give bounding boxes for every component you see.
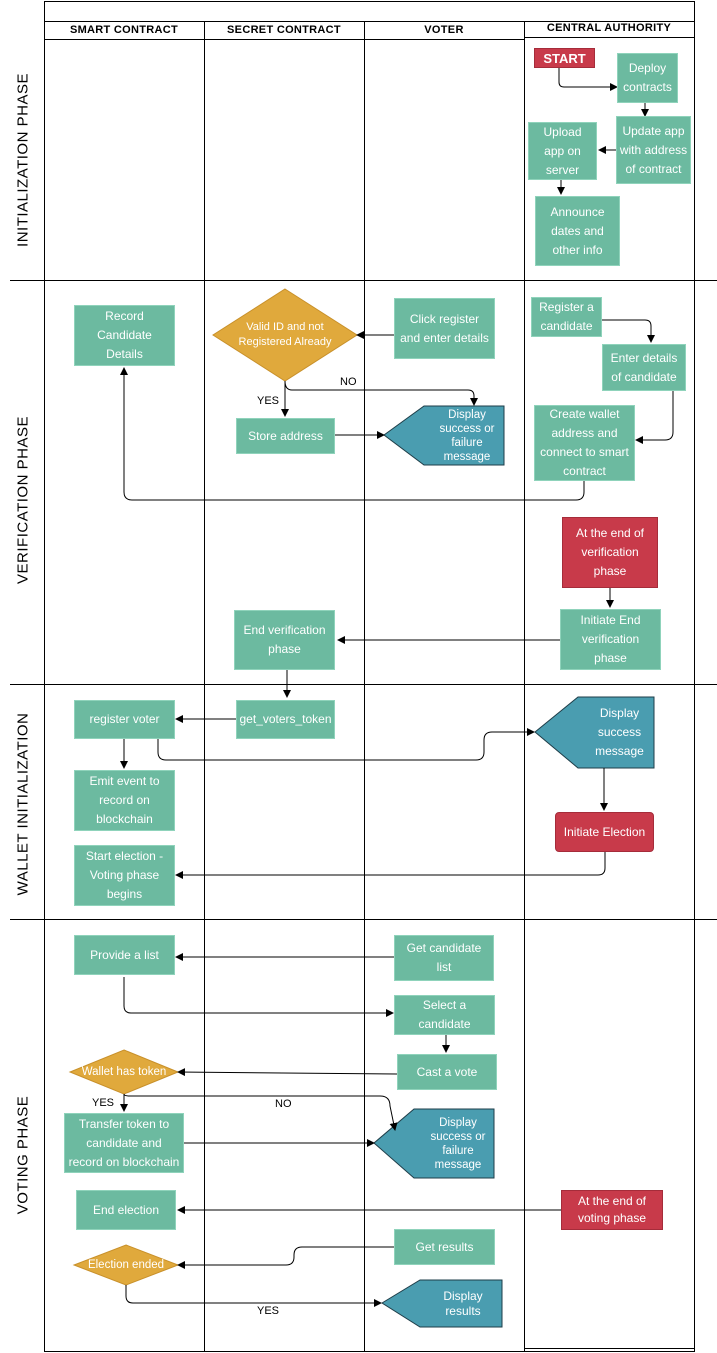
register-voter-node: register voter (74, 700, 175, 739)
transfer-token-node: Transfer token to candidate and record o… (64, 1113, 184, 1173)
select-candidate-node: Select a candidate (394, 995, 495, 1035)
display-success-failure-2-label: Display success or failure message (430, 1116, 486, 1171)
create-wallet-node: Create wallet address and connect to sma… (534, 405, 635, 481)
edge-wallet-no (123, 1093, 398, 1131)
get-voters-token-node: get_voters_token (236, 700, 335, 739)
initiate-end-verification-node: Initiate End verification phase (560, 609, 661, 670)
phase-label-wallet: WALLET INITIALIZATION (14, 712, 32, 896)
initiate-election-node: Initiate Election (555, 812, 654, 852)
display-success-failure-1-label: Display success or failure message (439, 408, 495, 463)
provide-list-node: Provide a list (74, 935, 175, 975)
upload-app-node: Upload app on server (528, 122, 597, 180)
enter-details-node: Enter details of candidate (602, 344, 686, 391)
phase-label-initialization: INITIALIZATION PHASE (14, 73, 32, 247)
display-results-label: Display results (443, 1289, 483, 1318)
phase-label-voting: VOTING PHASE (14, 1095, 32, 1215)
edge-label-yes-1: YES (257, 395, 280, 407)
column-header-central-authority: CENTRAL AUTHORITY (546, 22, 672, 34)
register-candidate-node: Register a candidate (531, 297, 602, 337)
edge-label-no-1: NO (340, 376, 357, 388)
edge-enter-to-create (635, 391, 674, 444)
phase-label-verification: VERIFICATION PHASE (14, 416, 32, 584)
display-success-message-label: Display success message (595, 706, 644, 758)
cast-vote-node: Cast a vote (397, 1054, 497, 1090)
election-ended-label: Election ended (87, 1258, 165, 1271)
end-verification-trigger-node: At the end of verification phase (562, 517, 658, 588)
deploy-contracts-node: Deploy contracts (617, 53, 678, 103)
edge-start-to-deploy (558, 68, 618, 91)
column-header-voter: VOTER (424, 24, 464, 36)
edge-create-to-record (120, 367, 585, 501)
record-candidate-node: Record Candidate Details (74, 305, 175, 366)
end-verification-node: End verification phase (234, 610, 335, 670)
end-voting-trigger-node: At the end of voting phase (561, 1190, 663, 1230)
end-election-node: End election (76, 1190, 176, 1230)
edge-register-to-display (157, 728, 535, 761)
edge-label-yes-2: YES (92, 1097, 115, 1109)
edge-cast-to-wallet (177, 1068, 398, 1077)
column-header-secret-contract: SECRET CONTRACT (227, 24, 341, 36)
click-register-node: Click register and enter details (394, 298, 495, 359)
get-results-node: Get results (394, 1229, 495, 1265)
edge-valid-no (284, 380, 478, 406)
edge-getresults-to-ended (177, 1246, 394, 1269)
edge-provide-to-select (123, 977, 394, 1017)
start-node: START (534, 48, 595, 68)
edge-initiate-to-start (175, 852, 606, 879)
edge-ended-yes (125, 1285, 382, 1307)
get-candidate-list-node: Get candidate list (394, 935, 494, 981)
store-address-node: Store address (236, 418, 335, 454)
wallet-has-token-label: Wallet has token (81, 1065, 167, 1078)
announce-dates-node: Announce dates and other info (535, 196, 620, 266)
display-success-failure-2-shape (373, 1108, 495, 1179)
display-results-shape (381, 1279, 503, 1328)
emit-event-node: Emit event to record on blockchain (74, 770, 175, 831)
valid-id-label: Valid ID and not Registered Already (238, 321, 332, 348)
update-app-node: Update app with address of contract (616, 116, 691, 184)
edge-label-no-2: NO (275, 1098, 292, 1110)
edge-label-yes-3: YES (257, 1305, 280, 1317)
display-success-failure-1-shape (383, 405, 505, 466)
connectors (120, 68, 674, 1307)
start-election-node: Start election - Voting phase begins (74, 845, 175, 906)
column-header-smart-contract: SMART CONTRACT (69, 24, 179, 36)
edge-register-to-enter (602, 319, 655, 343)
display-success-message-shape (534, 696, 655, 769)
